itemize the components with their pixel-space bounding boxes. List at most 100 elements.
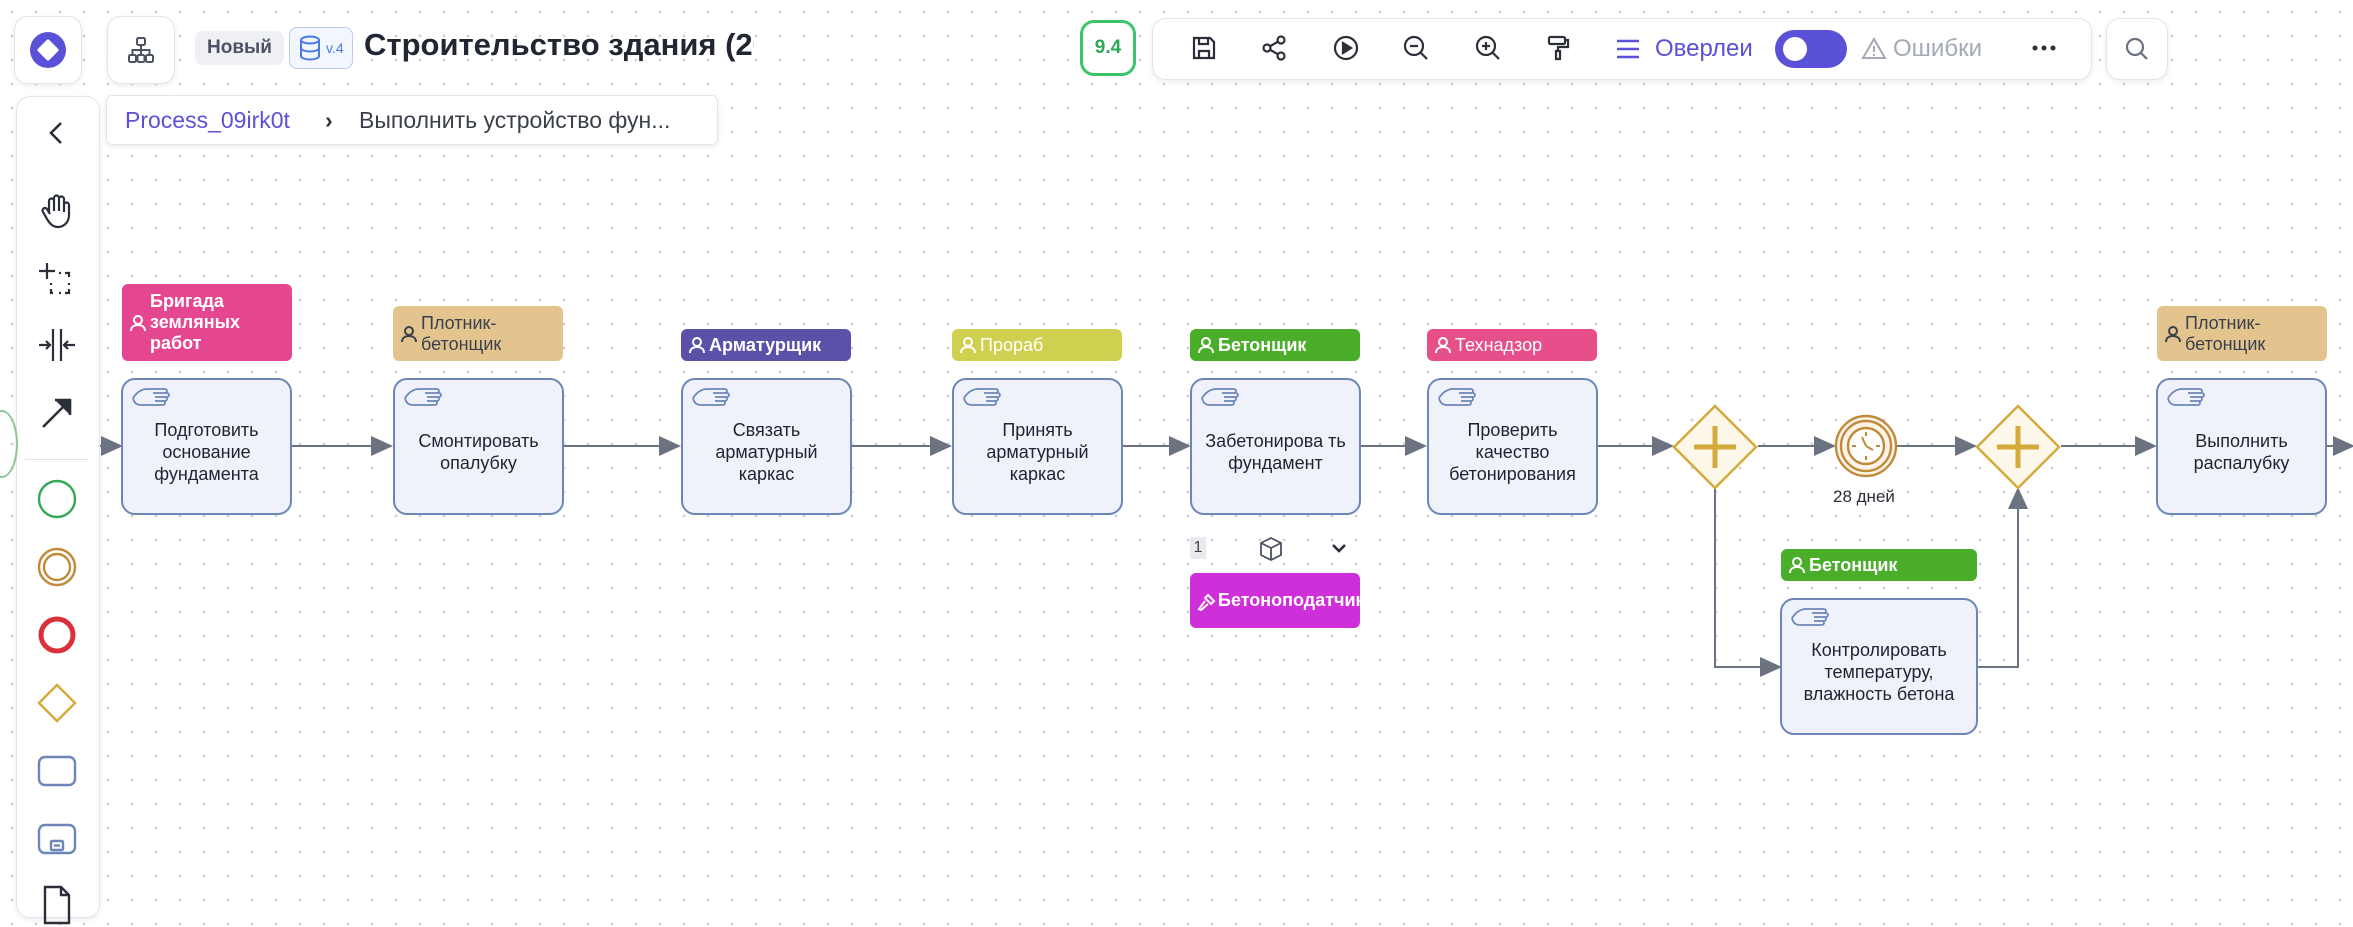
task-label: Принять арматурный каркас [986,419,1089,484]
breadcrumb-separator: › [325,107,333,133]
more-options-icon[interactable] [2029,33,2059,63]
role-label: Арматурщик [709,334,822,355]
task-label: Выполнить распалубку [2193,430,2290,473]
hammer-icon [1197,593,1216,611]
equipment-label: Бетоноподатчик [1218,590,1365,610]
task-accept-rebar[interactable]: Принять арматурный каркас [952,378,1123,515]
collapse-chevron-icon[interactable] [35,111,79,155]
task-label: Подготовить основание фундамента [154,419,259,484]
warning-icon [1861,37,1887,59]
user-icon [1789,557,1805,574]
user-icon [1198,337,1214,354]
manual-task-icon [2167,388,2205,406]
role-label: Плотник-бетонщик [2185,312,2266,354]
user-icon [130,314,146,331]
end-event-icon[interactable] [35,613,79,657]
role-badge[interactable]: Технадзор [1427,329,1597,361]
errors-label[interactable]: Ошибки [1893,35,1982,62]
overlay-menu-icon [1617,39,1639,59]
lasso-select-icon[interactable] [35,257,79,301]
breadcrumb-current: Выполнить устройство фун... [359,107,671,133]
task-label: Смонтировать опалубку [418,430,539,473]
role-label: Плотник-бетонщик [421,312,502,354]
save-icon[interactable] [1189,33,1219,63]
task-monitor-temperature[interactable]: Контролировать температуру, влажность бе… [1780,598,1978,735]
cube-icon[interactable] [1258,536,1284,562]
manual-task-icon [1201,388,1239,406]
role-label: Прораб [980,334,1044,355]
user-icon [2165,325,2181,342]
role-badge[interactable]: Бетонщик [1190,329,1360,361]
resource-count: 1 [1190,537,1206,559]
task-label: Проверить качество бетонирования [1449,419,1576,484]
version-label: v.4 [326,40,344,56]
chevron-down-icon[interactable] [1330,541,1348,555]
gateway-icon[interactable] [35,681,79,725]
role-badge[interactable]: Бригада земляных работ [122,284,292,361]
format-paint-icon[interactable] [1543,33,1573,63]
role-label: Бригада земляных работ [150,291,240,353]
resource-header: 1 [1190,535,1358,563]
task-check-concrete-quality[interactable]: Проверить качество бетонирования [1427,378,1598,515]
manual-task-icon [404,388,442,406]
parallel-gateway-split[interactable] [1672,404,1758,490]
search-button[interactable] [2106,18,2168,80]
role-badge[interactable]: Арматурщик [681,329,851,361]
task-concrete-foundation[interactable]: Забетонирова ть фундамент [1190,378,1361,515]
breadcrumb-process-link[interactable]: Process_09irk0t [125,107,290,133]
role-label: Бетонщик [1809,554,1898,575]
task-label: Забетонирова ть фундамент [1205,430,1346,473]
user-icon [689,337,705,354]
start-event-icon[interactable] [35,477,79,521]
zoom-out-icon[interactable] [1401,33,1431,63]
manual-task-icon [1791,608,1829,626]
task-prepare-foundation[interactable]: Подготовить основание фундамента [121,378,292,515]
user-icon [401,325,417,342]
hand-tool-icon[interactable] [35,189,79,233]
parallel-gateway-join[interactable] [1975,404,2061,490]
structure-button[interactable] [107,16,175,84]
overlay-toggle[interactable] [1775,30,1847,68]
sequence-flows [100,436,2353,677]
tool-palette [16,96,100,925]
app-logo-icon [30,32,66,68]
role-badge[interactable]: Плотник-бетонщик [2157,306,2327,361]
intermediate-event-icon[interactable] [35,545,79,589]
main-toolbar: Оверлеи Ошибки [1152,18,2092,80]
play-icon[interactable] [1331,33,1361,63]
role-badge[interactable]: Плотник-бетонщик [393,306,563,361]
share-icon[interactable] [1259,33,1289,63]
app-logo-button[interactable] [14,16,82,84]
zoom-in-icon[interactable] [1473,33,1503,63]
overlay-label[interactable]: Оверлеи [1655,35,1753,62]
manual-task-icon [692,388,730,406]
user-icon [960,337,976,354]
connect-tool-icon[interactable] [35,391,79,435]
subprocess-icon[interactable] [35,817,79,861]
role-badge[interactable]: Бетонщик [1781,549,1977,581]
task-label: Связать арматурный каркас [715,419,818,484]
status-badge: Новый [195,31,284,65]
task-icon[interactable] [35,749,79,793]
user-icon [1435,337,1451,354]
hierarchy-icon [128,37,154,63]
task-install-formwork[interactable]: Смонтировать опалубку [393,378,564,515]
equipment-badge[interactable]: Бетоноподатчик [1190,573,1365,628]
search-icon [2125,37,2148,60]
page-title: Строительство здания (26-... [364,27,754,62]
manual-task-icon [963,388,1001,406]
task-label: Контролировать температуру, влажность бе… [1803,639,1955,704]
breadcrumb: Process_09irk0t › Выполнить устройство ф… [106,95,718,145]
manual-task-icon [1438,388,1476,406]
timer-event-label: 28 дней [1833,487,1895,506]
quality-score-badge[interactable]: 9.4 [1080,20,1136,76]
version-badge[interactable]: v.4 [289,27,353,69]
space-tool-icon[interactable] [35,323,79,367]
manual-task-icon [132,388,170,406]
timer-event-icon[interactable] [1834,414,1898,478]
database-icon [300,35,320,61]
task-strip-formwork[interactable]: Выполнить распалубку [2156,378,2327,515]
role-badge[interactable]: Прораб [952,329,1122,361]
task-tie-rebar[interactable]: Связать арматурный каркас [681,378,852,515]
role-label: Технадзор [1455,334,1543,355]
